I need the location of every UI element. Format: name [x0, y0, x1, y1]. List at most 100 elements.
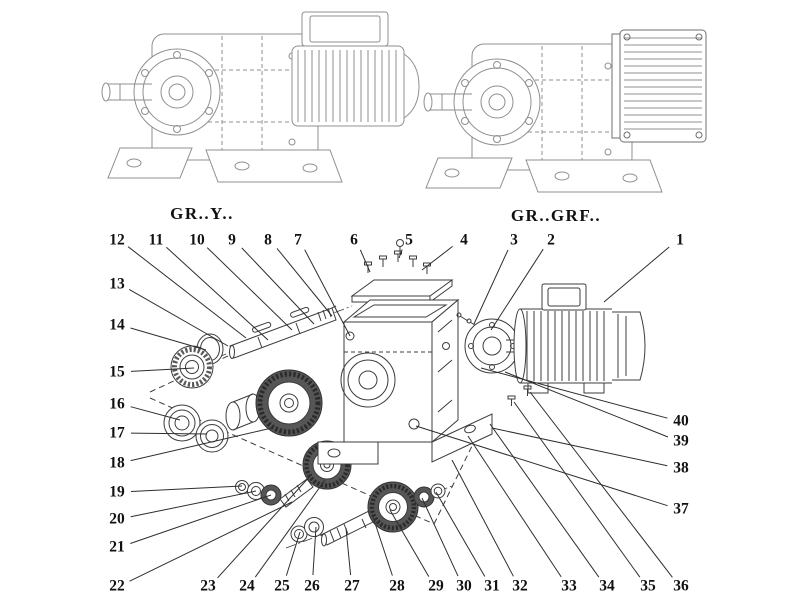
leader-line-31 — [435, 491, 486, 577]
callout-26: 26 — [304, 577, 320, 595]
leader-line-32 — [451, 459, 514, 577]
assembled-view-gr-grf — [423, 29, 707, 193]
callout-2: 2 — [547, 231, 555, 249]
leader-line-17 — [130, 432, 208, 435]
leader-line-23 — [217, 473, 313, 579]
leader-line-8 — [276, 248, 333, 317]
exploded-gear-output-stage — [367, 481, 446, 533]
callout-39: 39 — [673, 432, 689, 450]
callout-9: 9 — [228, 231, 236, 249]
exploded-housing — [317, 239, 493, 465]
callout-30: 30 — [456, 577, 472, 595]
gr-grf-brake-motor — [611, 29, 707, 143]
callout-36: 36 — [673, 577, 689, 595]
callout-31: 31 — [484, 577, 500, 595]
leader-line-30 — [421, 497, 459, 577]
leader-line-2 — [490, 248, 544, 331]
gr-grf-output-shaft — [423, 92, 472, 112]
callout-21: 21 — [109, 538, 125, 556]
callout-28: 28 — [389, 577, 405, 595]
callout-29: 29 — [428, 577, 444, 595]
leader-line-13 — [128, 288, 229, 347]
callout-35: 35 — [640, 577, 656, 595]
leader-line-34 — [489, 423, 600, 578]
leader-line-4 — [421, 246, 453, 271]
callout-17: 17 — [109, 424, 125, 442]
callout-16: 16 — [109, 395, 125, 413]
leader-line-16 — [130, 406, 181, 421]
gr-grf-feet — [425, 157, 663, 193]
callout-10: 10 — [189, 231, 205, 249]
leader-line-38 — [491, 427, 668, 467]
callout-12: 12 — [109, 231, 125, 249]
exploded-output-shaft — [229, 306, 337, 359]
model-label-gr-grf: GR..GRF.. — [510, 206, 602, 225]
callout-19: 19 — [109, 483, 125, 501]
leader-line-5 — [398, 249, 403, 259]
leader-line-14 — [130, 327, 207, 351]
gr-y-motor — [291, 11, 420, 127]
callout-7: 7 — [294, 231, 302, 249]
callout-5: 5 — [405, 231, 413, 249]
cover-bolts — [364, 239, 431, 274]
callout-4: 4 — [460, 231, 468, 249]
leader-line-24 — [254, 479, 326, 578]
exploded-gear-large — [255, 369, 323, 437]
leader-line-29 — [389, 509, 430, 577]
callout-11: 11 — [148, 231, 164, 249]
callout-23: 23 — [200, 577, 216, 595]
exploded-left-rings-and-bearings — [163, 333, 261, 453]
leader-line-1 — [603, 246, 670, 303]
leader-line-26 — [312, 526, 317, 576]
assembled-view-gr-y — [101, 11, 420, 183]
callout-40: 40 — [673, 412, 689, 430]
leader-line-39 — [504, 371, 669, 438]
callout-33: 33 — [561, 577, 577, 595]
callout-18: 18 — [109, 454, 125, 472]
callout-6: 6 — [350, 231, 358, 249]
leader-line-37 — [415, 425, 668, 507]
callout-8: 8 — [264, 231, 272, 249]
leader-line-33 — [467, 435, 562, 578]
leader-line-27 — [345, 527, 352, 576]
leader-line-3 — [473, 249, 509, 325]
callout-13: 13 — [109, 275, 125, 293]
callout-34: 34 — [599, 577, 615, 595]
motor-mount-bolts — [507, 385, 532, 406]
leader-line-6 — [359, 249, 371, 273]
callout-14: 14 — [109, 316, 125, 334]
callout-20: 20 — [109, 510, 125, 528]
callout-3: 3 — [510, 231, 518, 249]
leader-line-20 — [130, 490, 257, 518]
leader-line-10 — [206, 247, 293, 331]
leader-line-9 — [241, 247, 315, 325]
leader-line-15 — [130, 367, 195, 372]
leader-line-18 — [130, 427, 273, 462]
leader-line-19 — [130, 485, 243, 492]
exploded-motor — [506, 283, 646, 406]
leader-line-7 — [304, 249, 351, 337]
callout-37: 37 — [673, 500, 689, 518]
callout-38: 38 — [673, 459, 689, 477]
callout-27: 27 — [344, 577, 360, 595]
leader-line-11 — [166, 246, 269, 341]
exploded-view — [149, 239, 646, 549]
leader-lines — [127, 246, 673, 582]
callout-15: 15 — [109, 363, 125, 381]
gr-y-output-shaft — [101, 82, 152, 102]
gr-y-front-flange — [133, 48, 221, 136]
gr-y-feet — [107, 147, 343, 183]
callout-22: 22 — [109, 577, 125, 595]
leader-line-21 — [130, 494, 272, 544]
callout-24: 24 — [239, 577, 255, 595]
leader-line-22 — [129, 501, 293, 582]
callout-1: 1 — [676, 231, 684, 249]
callout-25: 25 — [274, 577, 290, 595]
leader-line-40 — [480, 367, 668, 419]
leader-line-25 — [285, 531, 301, 576]
callout-32: 32 — [512, 577, 528, 595]
model-label-gr-y: GR..Y.. — [170, 204, 234, 223]
leader-line-35 — [513, 401, 641, 578]
